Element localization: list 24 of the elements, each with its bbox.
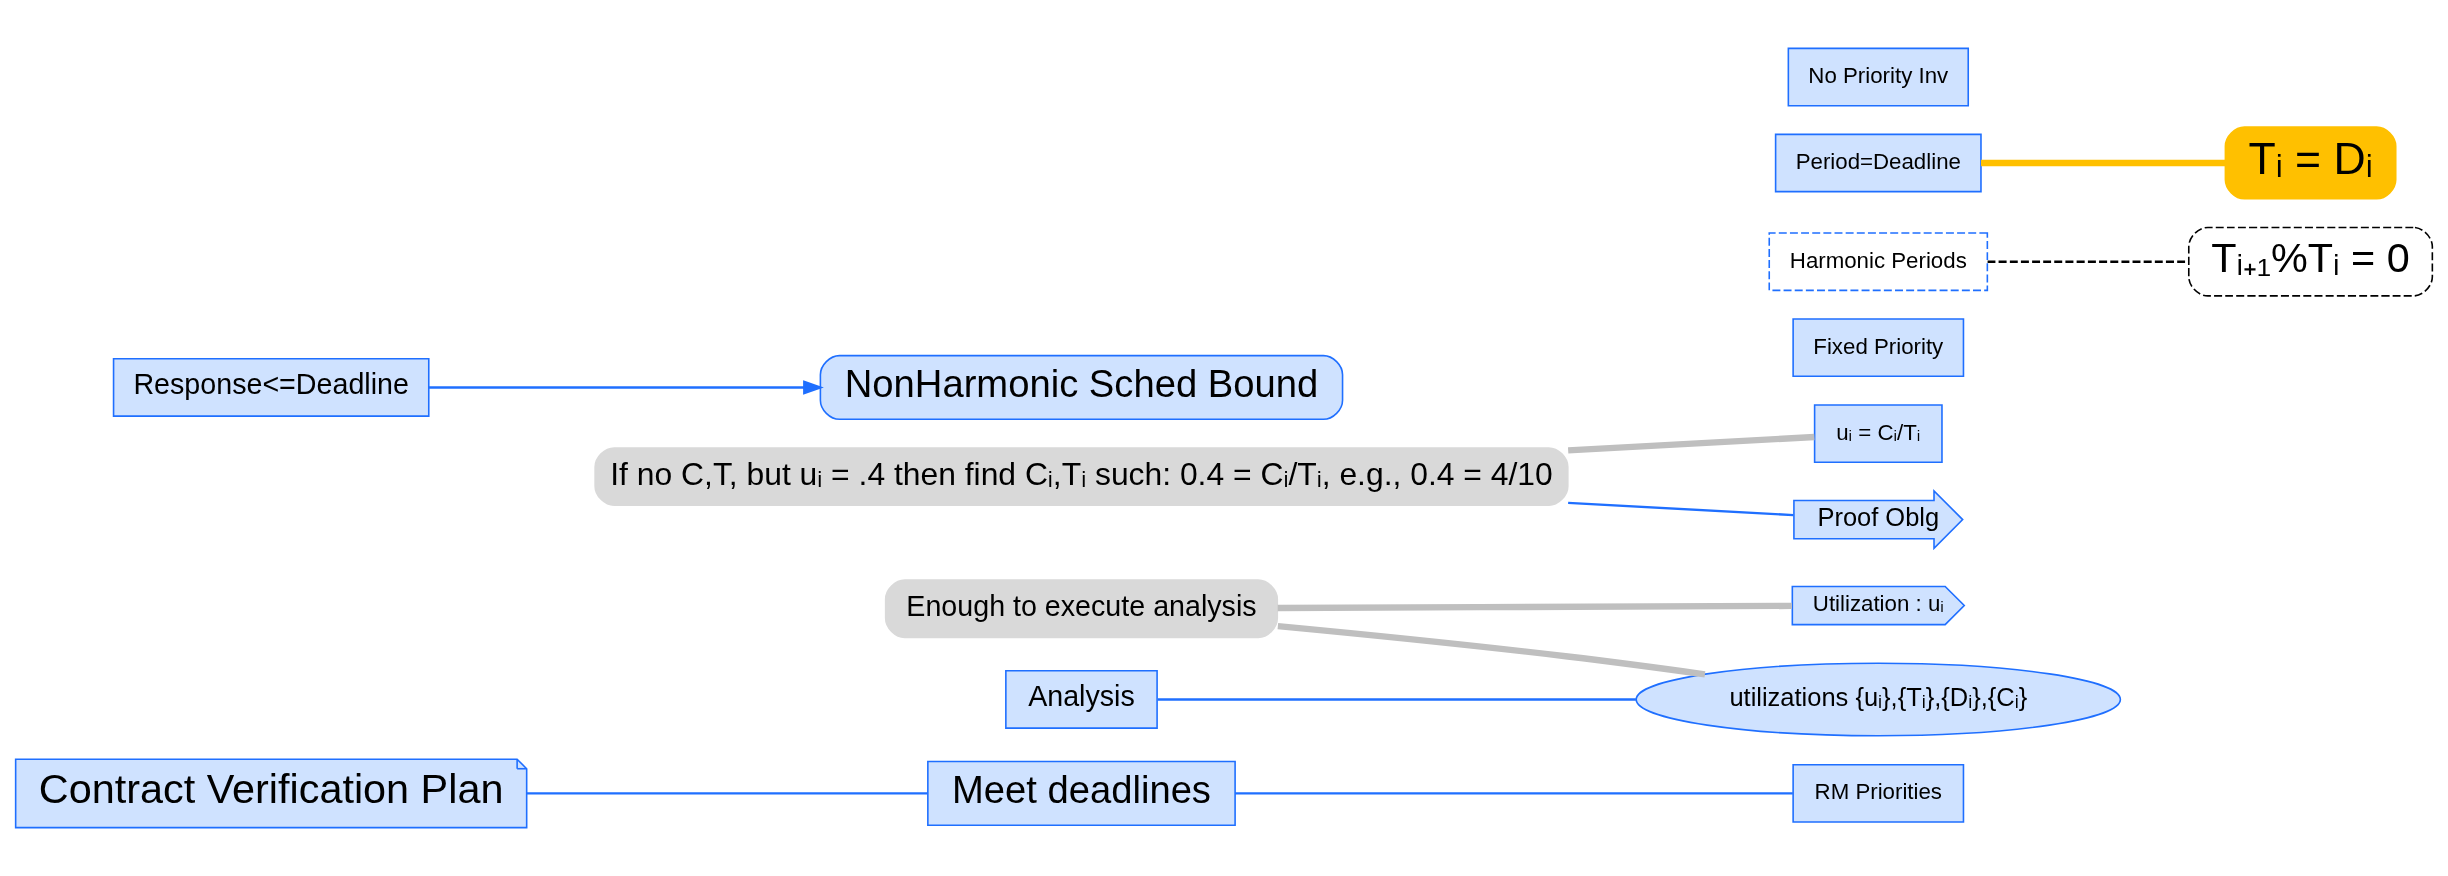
connector xyxy=(1277,602,1792,612)
node-box: Fixed Priority xyxy=(1792,318,1965,378)
node-box: Harmonic Periods xyxy=(1768,232,1989,292)
node-box: No Priority Inv xyxy=(1787,47,1970,107)
node-box: Tᵢ₊₁%Tᵢ = 0 xyxy=(2188,226,2434,297)
node-box: RM Priorities xyxy=(1792,763,1965,823)
node-box: Meet deadlines xyxy=(927,760,1236,827)
node-box: Period=Deadline xyxy=(1774,133,1982,193)
connector xyxy=(1568,501,1794,517)
node-box: Analysis xyxy=(1005,670,1158,729)
connector xyxy=(1567,433,1815,454)
node-box: Response<=Deadline xyxy=(112,358,430,417)
node-box: uᵢ = Cᵢ/Tᵢ xyxy=(1813,404,1943,464)
node-box: Tᵢ = Dᵢ xyxy=(2224,126,2397,200)
connector xyxy=(1157,698,1636,701)
node-ellipse: utilizations {uᵢ},{Tᵢ},{Dᵢ},{Cᵢ} xyxy=(1635,662,2122,737)
node-box: Enough to execute analysis xyxy=(884,579,1279,639)
connector xyxy=(1277,622,1706,678)
connector xyxy=(527,792,928,795)
arrow xyxy=(428,380,824,395)
connector xyxy=(1981,159,2226,167)
node-box: If no C,T, but uᵢ = .4 then find Cᵢ,Tᵢ such: 0.4 = Cᵢ/Tᵢ, e.g., 0.4 = 4/10 xyxy=(594,447,1569,507)
node-box: NonHarmonic Sched Bound xyxy=(819,354,1344,421)
connector xyxy=(1235,792,1793,795)
